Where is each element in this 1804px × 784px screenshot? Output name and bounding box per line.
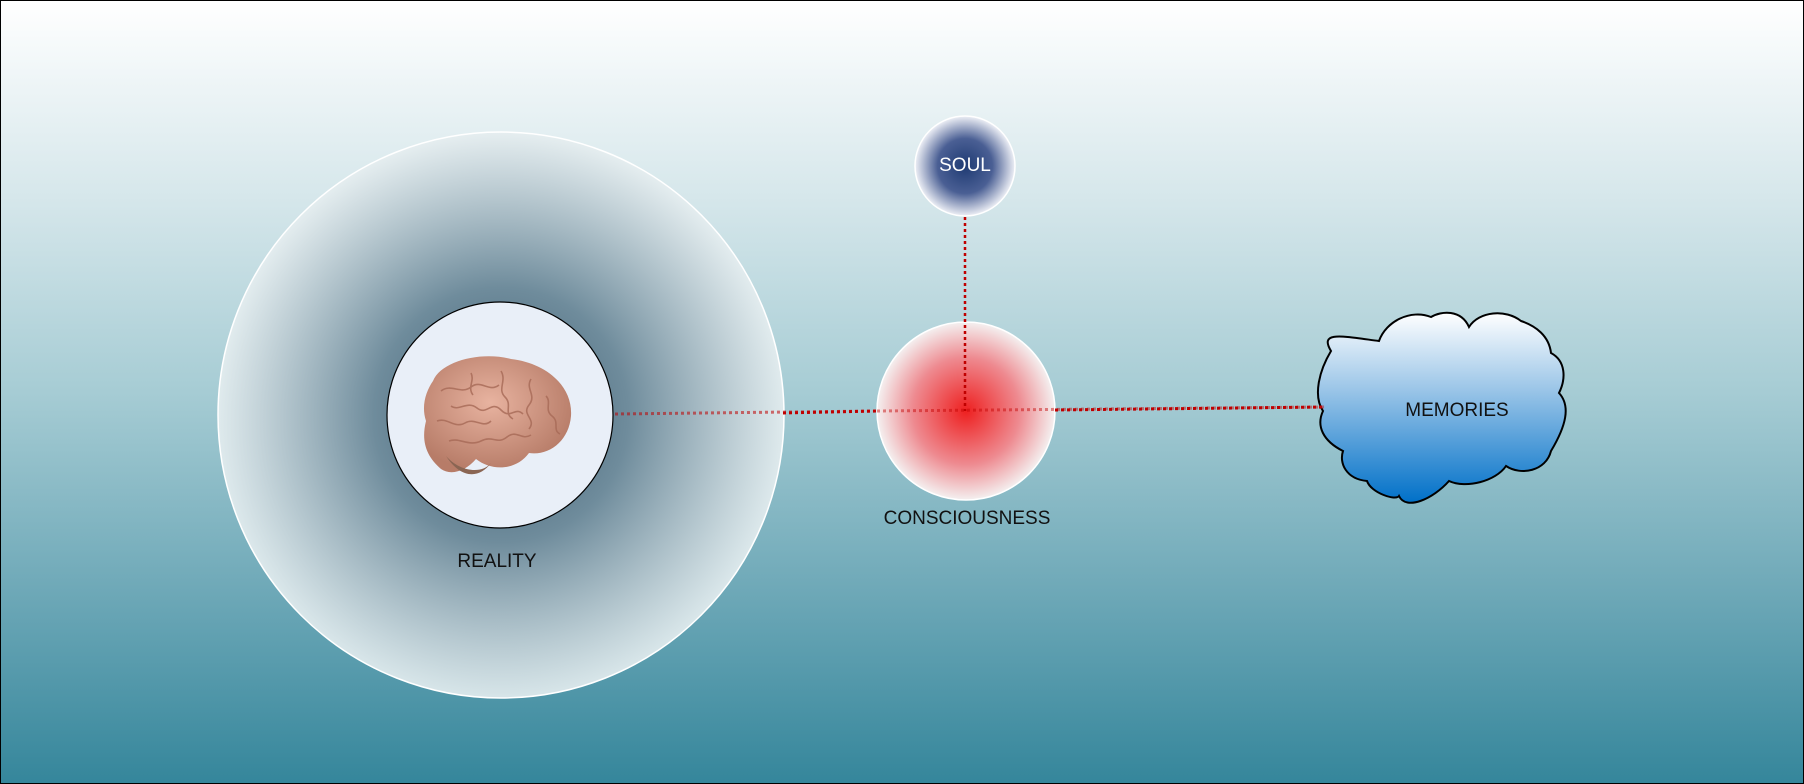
reality-to-consciousness-line-solid [782,409,878,415]
brain-icon [423,356,572,475]
memories-label: MEMORIES [1405,400,1509,421]
reality-label: REALITY [457,551,537,572]
connector-lines [614,217,1326,416]
soul-label: SOUL [939,155,991,176]
soul-circle[interactable] [914,115,1016,217]
consciousness-to-memories-line [876,405,1326,413]
memories-cloud[interactable] [1316,311,1567,504]
consciousness-label: CONSCIOUSNESS [883,508,1051,529]
